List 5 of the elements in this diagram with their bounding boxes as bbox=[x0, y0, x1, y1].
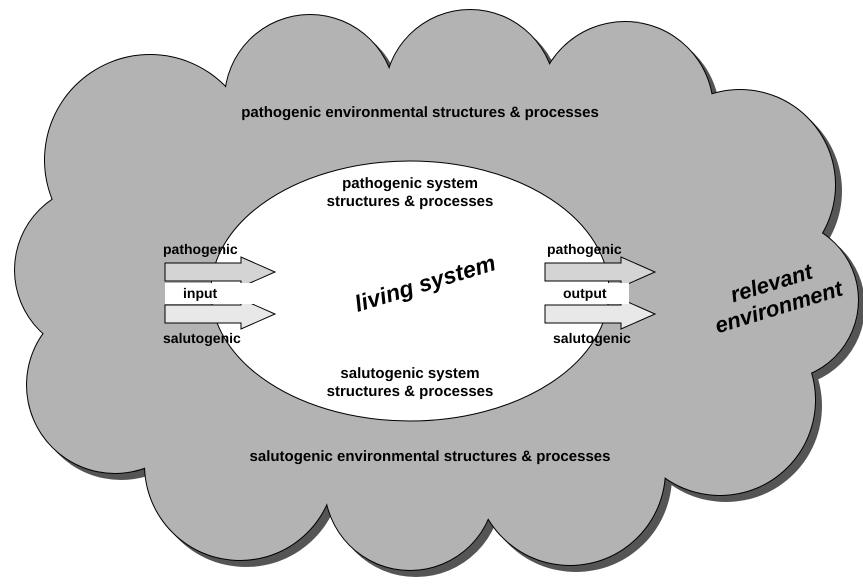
ellipse-heading: salutogenic system structures & processes bbox=[326, 365, 494, 401]
cloud-heading: salutogenic environmental structures & processes bbox=[248, 448, 612, 466]
ellipse-title: living system bbox=[350, 248, 500, 319]
ellipse-heading: pathogenic system structures & processes bbox=[326, 175, 494, 211]
cloud-heading: pathogenic environmental structures & processes bbox=[240, 104, 600, 122]
